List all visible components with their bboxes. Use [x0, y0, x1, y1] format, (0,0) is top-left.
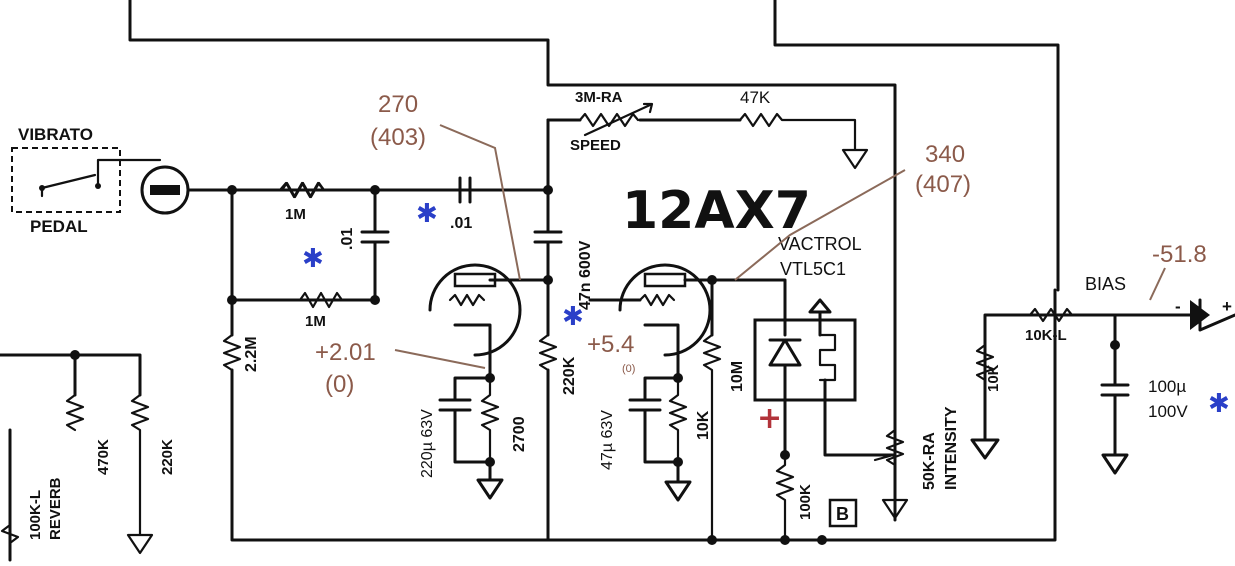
- r-1m-bottom-label: 1M: [305, 313, 326, 330]
- markup-marks: ✱ ✱ ✱ ✱ +: [302, 199, 1230, 436]
- r-10k-cath-label: 10K: [695, 410, 712, 440]
- r-470k-label: 470K: [95, 439, 112, 475]
- bias-pot-label: 10K-L: [1025, 327, 1067, 344]
- r-10m-label: 10M: [729, 361, 746, 392]
- r-2700-label: 2700: [511, 416, 528, 452]
- speed-label: SPEED: [570, 137, 621, 154]
- cap-01-left-label: .01: [339, 228, 356, 250]
- resistor-10m: 10M: [702, 333, 746, 545]
- cap-01-left: .01: [339, 185, 390, 305]
- annotation-270: 270: [378, 91, 418, 118]
- annotation-407: (407): [915, 171, 971, 198]
- tube-12ax7: 12AX7: [428, 181, 811, 377]
- cap-47u-label: 47µ 63V: [599, 410, 616, 470]
- tube-label: 12AX7: [622, 181, 811, 241]
- resistor-100k: 100K B: [775, 450, 858, 545]
- jack-connector: [140, 165, 550, 215]
- cap-100u-label-a: 100µ: [1148, 377, 1186, 396]
- annotation-54: +5.4: [587, 331, 634, 358]
- cap-01-mid: .01: [450, 176, 472, 232]
- plate-node-1: 47n 600V 220K: [488, 118, 594, 542]
- vactrol: VACTROL VTL5C1: [710, 234, 897, 457]
- top-wires: [128, 0, 1060, 522]
- vactrol-part-label: VTL5C1: [780, 259, 846, 279]
- pedal-label: PEDAL: [30, 217, 88, 236]
- cap-220u-label: 220µ 63V: [419, 409, 436, 478]
- r-2m2-label: 2.2M: [243, 336, 260, 372]
- resistor-1m-bottom: 1M: [298, 291, 344, 330]
- box-b-label: B: [836, 504, 849, 524]
- star-mark-1: ✱: [302, 244, 324, 274]
- star-mark-4: ✱: [1208, 389, 1230, 419]
- annotation-403: (403): [370, 124, 426, 151]
- annotation-201: +2.01: [315, 339, 376, 366]
- intensity-pot-label: 50K-RA: [921, 432, 938, 490]
- pedal-switch: VIBRATO PEDAL: [11, 125, 162, 236]
- plus-label: +: [1222, 297, 1232, 316]
- annotation-0b: (0): [622, 363, 635, 375]
- cathode-network-1: 220µ 63V 2700: [419, 373, 528, 500]
- speed-network: 3M-RA SPEED 47K: [546, 88, 869, 170]
- annotation-340: 340: [925, 141, 965, 168]
- input-bus: 2.2M: [222, 185, 1057, 542]
- reverb-label: REVERB: [47, 477, 64, 540]
- r-220k-label: 220K: [561, 356, 578, 395]
- vibrato-label: VIBRATO: [18, 125, 93, 144]
- red-plus-mark: +: [757, 401, 782, 436]
- bias-network: 10K 10K-L BIAS 100µ 100V - +: [970, 274, 1235, 475]
- intensity-label: INTENSITY: [943, 406, 960, 490]
- cap-01-mid-label: .01: [450, 215, 472, 232]
- vactrol-label: VACTROL: [778, 234, 862, 254]
- reverb-network: 100K-L REVERB 470K 220K: [0, 350, 176, 562]
- resistor-1m-top: 1M: [278, 181, 326, 223]
- reverb-pot-label: 100K-L: [27, 490, 44, 540]
- r-220k-left-label: 220K: [159, 439, 176, 475]
- r-1m-top-label: 1M: [285, 206, 306, 223]
- annotation-0a: (0): [325, 371, 354, 398]
- star-mark-3: ✱: [562, 302, 584, 332]
- cathode-network-2: 47µ 63V 10K: [599, 373, 712, 502]
- speed-pot-label: 3M-RA: [575, 89, 623, 106]
- minus-label: -: [1175, 297, 1181, 316]
- voltage-annotations: 270 (403) 340 (407) +2.01 (0) +5.4 (0) -…: [315, 91, 1207, 398]
- r-47k-label: 47K: [740, 88, 771, 107]
- cap-47n-label: 47n 600V: [577, 240, 594, 310]
- r-10k-bias-label: 10K: [985, 364, 1002, 392]
- annotation-518: -51.8: [1152, 241, 1207, 268]
- star-mark-2: ✱: [416, 199, 438, 229]
- intensity-pot: 50K-RA INTENSITY: [873, 406, 960, 520]
- r-100k-label: 100K: [797, 484, 814, 520]
- cap-100u-label-b: 100V: [1148, 402, 1188, 421]
- bias-label: BIAS: [1085, 274, 1126, 294]
